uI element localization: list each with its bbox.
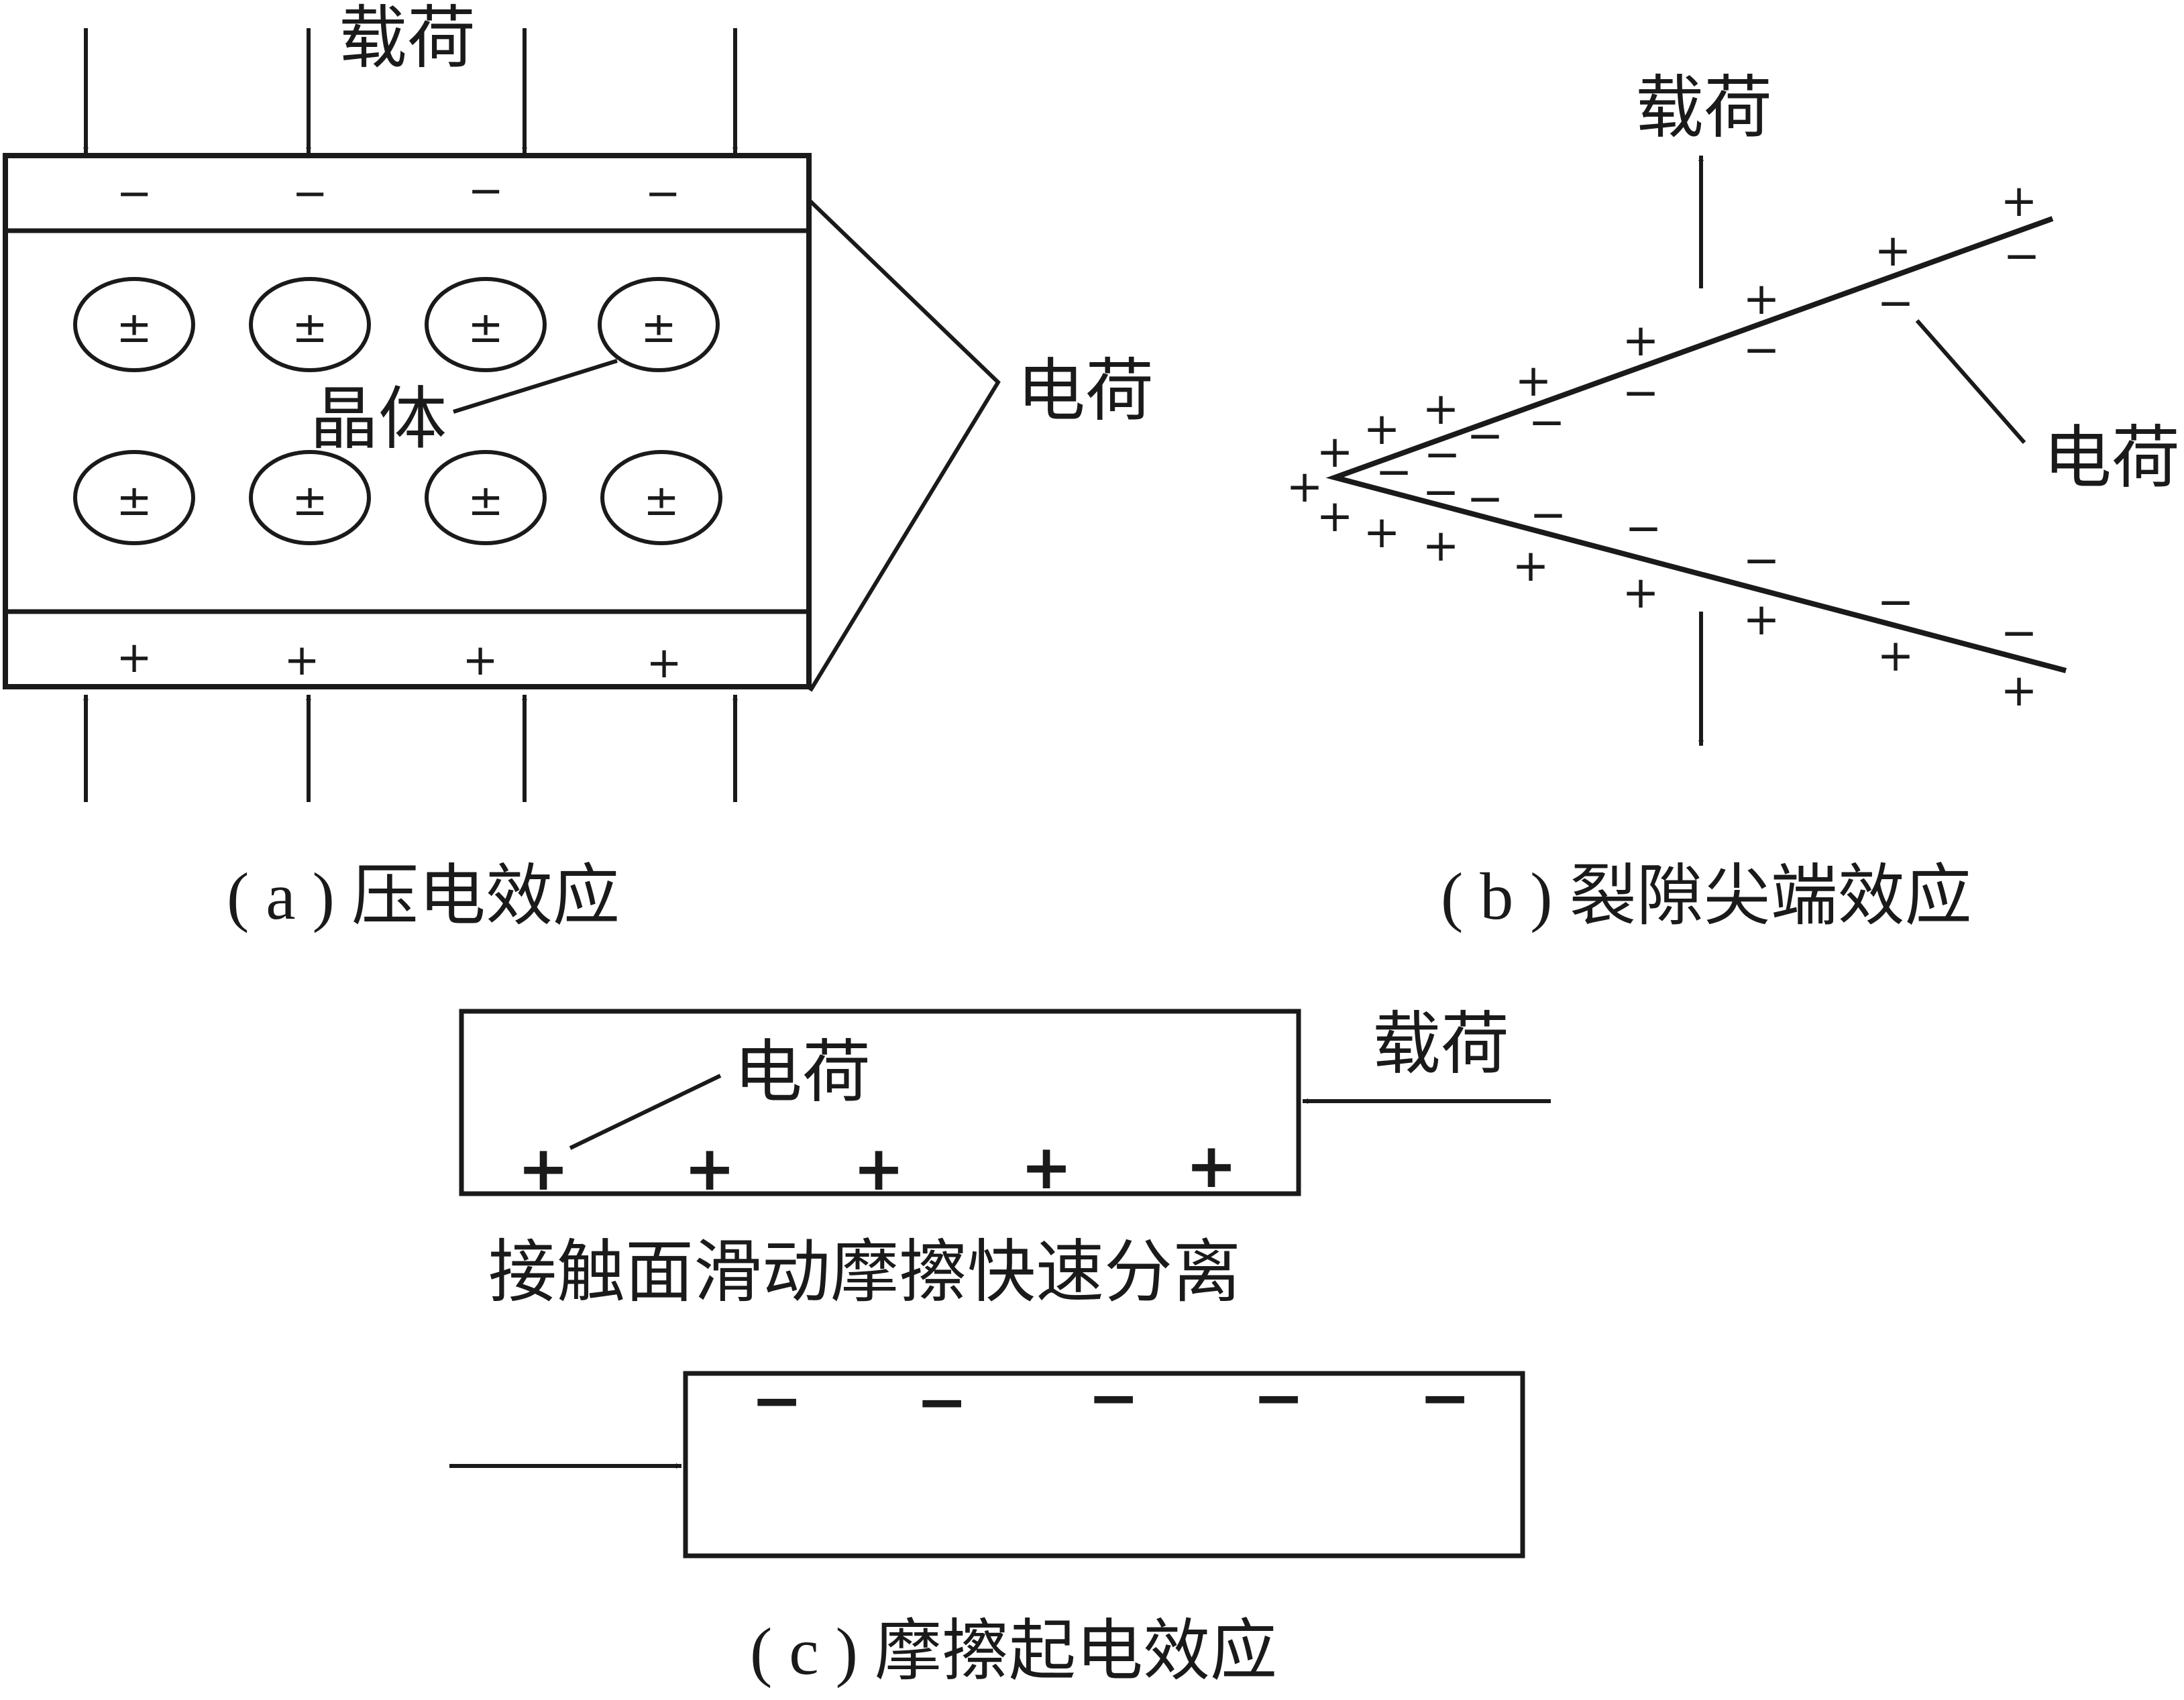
upper-block-charges: + + + + + <box>517 1130 1237 1204</box>
positive-charge: + <box>462 636 498 685</box>
positive-charge: + <box>1622 315 1659 366</box>
crystal: ± <box>425 450 547 545</box>
negative-charge: − <box>1466 473 1503 524</box>
negative-charge: − <box>1422 466 1459 518</box>
charge-leader-line <box>569 1074 722 1150</box>
negative-charge: − <box>1087 1362 1139 1434</box>
positive-charge: + <box>1316 426 1353 477</box>
negative-charge: − <box>1419 1362 1470 1434</box>
negative-charge: − <box>1252 1362 1304 1434</box>
load-arrows-top <box>83 28 738 153</box>
positive-charge: + <box>1316 490 1353 542</box>
crystal: ± <box>598 277 720 372</box>
caption-a: ( a ) 压电效应 <box>227 859 620 933</box>
lower-block-charges: − − − − − <box>751 1362 1470 1438</box>
load-label: 载荷 <box>339 0 476 78</box>
crystal: ± <box>249 450 371 545</box>
negative-charge: − <box>468 166 504 216</box>
negative-charge: − <box>751 1365 802 1436</box>
negative-charge: − <box>2003 230 2040 282</box>
load-arrows-bottom <box>83 695 738 802</box>
positive-charge: + <box>1363 403 1400 455</box>
positive-charge: + <box>2000 175 2037 227</box>
crystal: ± <box>73 450 195 545</box>
negative-charge: − <box>2000 607 2037 659</box>
charge-label: 电荷 <box>734 1033 871 1113</box>
crystal-block <box>3 153 812 689</box>
positive-charge: + <box>116 633 152 683</box>
charge-bracket <box>808 199 1001 692</box>
positive-charge: + <box>684 1133 735 1204</box>
positive-charge: + <box>1185 1130 1237 1202</box>
caption-c: ( c ) 摩擦起电效应 <box>750 1614 1277 1689</box>
negative-charge: − <box>1877 277 1914 329</box>
caption-b: ( b ) 裂隙尖端效应 <box>1441 859 1972 933</box>
positive-charge: + <box>1743 593 1780 645</box>
negative-charge: − <box>1423 429 1460 480</box>
crystal: ± <box>73 277 195 372</box>
crystal: ± <box>600 450 722 545</box>
crystal: ± <box>249 277 371 372</box>
positive-charge: + <box>1874 225 1911 276</box>
crack-outline <box>1325 216 2067 673</box>
lower-block <box>683 1371 1525 1559</box>
crystal-label: 晶体 <box>310 380 447 459</box>
bipolar-charge: ± <box>641 303 677 353</box>
positive-charge: + <box>1422 383 1459 435</box>
positive-charge: + <box>1512 540 1549 591</box>
negative-charge: − <box>1625 502 1661 554</box>
bipolar-charge: ± <box>116 303 152 353</box>
negative-charge: − <box>1622 367 1659 418</box>
charge-label: 电荷 <box>1017 351 1154 431</box>
negative-charge: − <box>1529 489 1566 541</box>
positive-charge: + <box>1286 461 1323 512</box>
load-label: 载荷 <box>1372 1005 1509 1084</box>
bipolar-charge: ± <box>292 476 328 526</box>
bipolar-charge: ± <box>468 303 504 353</box>
upper-flank-charges: + + + + + − − − − − <box>1515 175 2040 448</box>
negative-charge: − <box>1743 324 1780 376</box>
positive-charge: + <box>1020 1131 1072 1203</box>
negative-charge: − <box>1877 576 1914 628</box>
charge-leader-line <box>1915 319 2026 444</box>
negative-charge: − <box>1743 534 1780 586</box>
top-charges: − − − − <box>116 166 681 219</box>
positive-charge: + <box>1622 567 1659 618</box>
panel-c: 电荷 + + + + + 载荷 接触面滑动摩擦快速分离 − − − − − ( … <box>449 1005 1551 1689</box>
positive-charge: + <box>517 1133 569 1204</box>
positive-charge: + <box>853 1133 904 1204</box>
positive-charge: + <box>1363 506 1400 558</box>
bipolar-charge: ± <box>643 476 679 526</box>
positive-charge: + <box>2000 665 2037 716</box>
positive-charge: + <box>1743 273 1780 325</box>
charge-label: 电荷 <box>2043 418 2180 498</box>
positive-charge: + <box>284 636 320 685</box>
panel-b: 载荷 + + + + + + + − − − − − + + + + + − −… <box>1286 68 2180 933</box>
crystal: ± <box>425 277 547 372</box>
crystals: ± ± ± ± ± ± ± <box>73 277 722 545</box>
negative-charge: − <box>292 169 328 219</box>
lower-flank-charges: − − − − − + + + + + <box>1512 489 2037 716</box>
bipolar-charge: ± <box>292 303 328 353</box>
negative-charge: − <box>1466 410 1503 461</box>
upper-block <box>459 1009 1301 1196</box>
negative-charge: − <box>116 169 152 219</box>
load-label: 载荷 <box>1635 68 1772 148</box>
sliding-separation-label: 接触面滑动摩擦快速分离 <box>488 1233 1241 1312</box>
negative-charge: − <box>1375 446 1412 498</box>
bipolar-charge: ± <box>468 476 504 526</box>
negative-charge: − <box>1528 396 1565 448</box>
positive-charge: + <box>1877 630 1914 681</box>
negative-charge: − <box>916 1366 967 1438</box>
panel-a: 载荷 − − − − ± ± ± ± <box>3 0 1154 933</box>
positive-charge: + <box>646 638 682 688</box>
negative-charge: − <box>645 169 681 219</box>
positive-charge: + <box>1515 355 1551 406</box>
bottom-charges: + + + + <box>116 633 682 688</box>
bipolar-charge: ± <box>116 476 152 526</box>
crack-tip-charges: + + + + + + + − − − − − <box>1286 383 1503 571</box>
crystal-leader-line <box>453 359 618 414</box>
positive-charge: + <box>1422 520 1459 571</box>
